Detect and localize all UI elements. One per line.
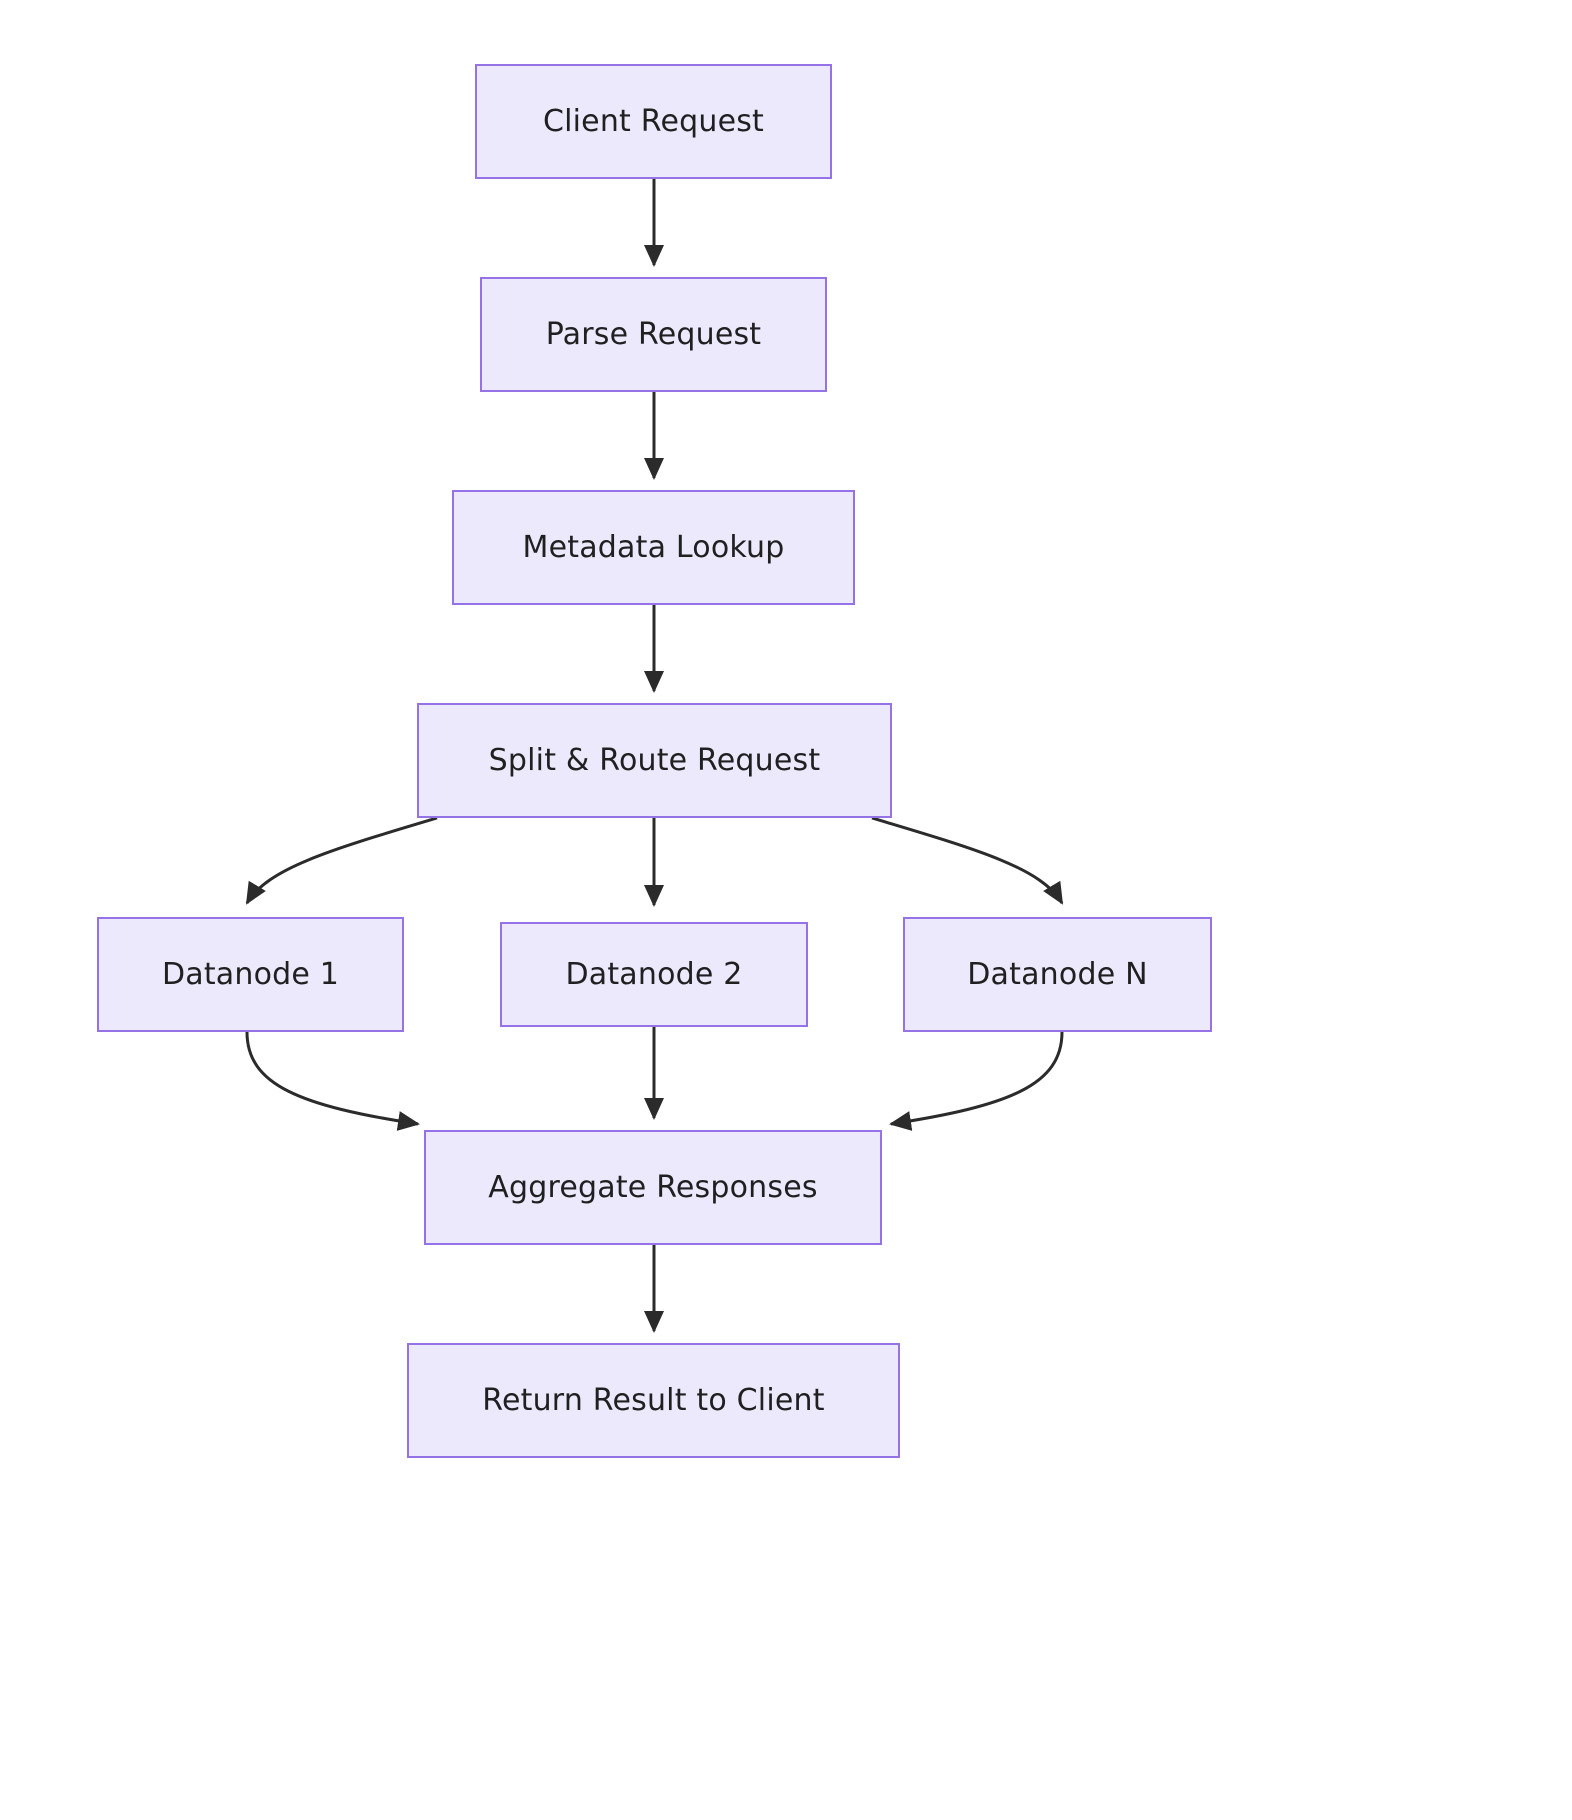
node-label-client-request: Client Request bbox=[542, 103, 765, 139]
node-aggregate-responses[interactable]: Aggregate Responses bbox=[424, 1130, 882, 1245]
node-label-split-route-request: Split & Route Request bbox=[488, 742, 821, 778]
node-return-result-to-client[interactable]: Return Result to Client bbox=[407, 1343, 900, 1458]
node-datanode-n[interactable]: Datanode N bbox=[903, 917, 1212, 1032]
node-label-return-result-to-client: Return Result to Client bbox=[482, 1382, 825, 1418]
node-label-datanode-n: Datanode N bbox=[967, 956, 1148, 992]
edge-datanode_1-to-aggregate bbox=[245, 1031, 420, 1131]
node-split-route-request[interactable]: Split & Route Request bbox=[417, 703, 892, 818]
node-label-metadata-lookup: Metadata Lookup bbox=[522, 529, 785, 565]
node-datanode-1[interactable]: Datanode 1 bbox=[97, 917, 404, 1032]
node-parse-request[interactable]: Parse Request bbox=[480, 277, 827, 392]
node-label-parse-request: Parse Request bbox=[545, 316, 762, 352]
edge-split_route-to-datanode_n bbox=[871, 816, 1064, 905]
node-label-aggregate-responses: Aggregate Responses bbox=[488, 1169, 818, 1205]
node-metadata-lookup[interactable]: Metadata Lookup bbox=[452, 490, 855, 605]
node-label-datanode-2: Datanode 2 bbox=[565, 956, 743, 992]
node-client-request[interactable]: Client Request bbox=[475, 64, 832, 179]
node-label-datanode-1: Datanode 1 bbox=[161, 956, 340, 992]
node-datanode-2[interactable]: Datanode 2 bbox=[500, 922, 808, 1027]
edge-datanode_n-to-aggregate bbox=[889, 1031, 1064, 1131]
edge-split_route-to-datanode_1 bbox=[245, 816, 438, 905]
